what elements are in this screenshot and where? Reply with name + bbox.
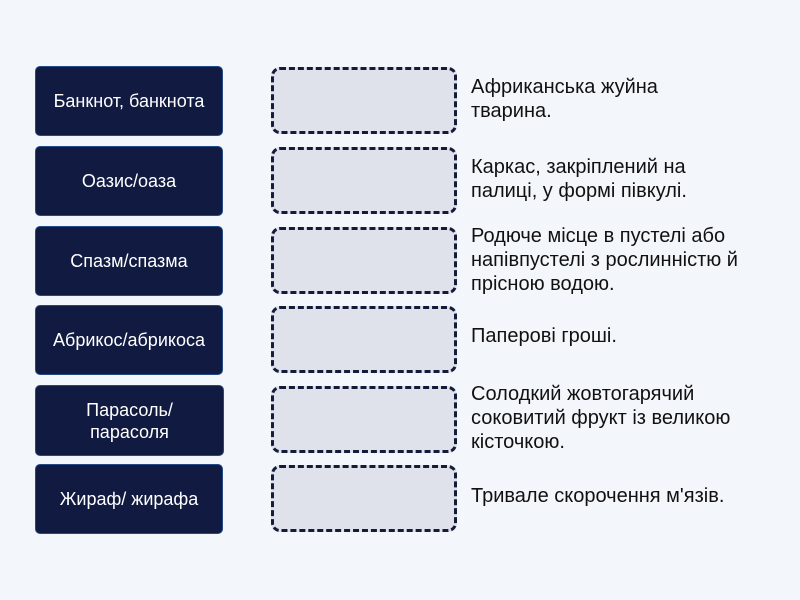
term-tile[interactable]: Оазис/оаза — [35, 146, 223, 216]
drop-slot[interactable] — [271, 465, 457, 532]
definition-text: Африканська жуйна тварина. — [471, 76, 658, 122]
definition-text: Родюче місце в пустелі або напівпустелі … — [471, 225, 738, 295]
definition-text: Тривале скорочення м'язів. — [471, 485, 725, 507]
term-tile[interactable]: Абрикос/абрикоса — [35, 305, 223, 375]
drop-slot[interactable] — [271, 306, 457, 373]
drop-slot[interactable] — [271, 386, 457, 453]
term-tile[interactable]: Спазм/спазма — [35, 226, 223, 296]
definition-text: Паперові гроші. — [471, 325, 617, 347]
term-tile[interactable]: Банкнот, банкнота — [35, 66, 223, 136]
definition-text: Каркас, закріплений на палиці, у формі п… — [471, 156, 687, 202]
drop-slot[interactable] — [271, 147, 457, 214]
term-tile[interactable]: Жираф/ жирафа — [35, 464, 223, 534]
drop-slot[interactable] — [271, 67, 457, 134]
term-tile[interactable]: Парасоль/ парасоля — [35, 385, 224, 456]
definition-text: Солодкий жовтогарячий соковитий фрукт із… — [471, 383, 731, 453]
drop-slot[interactable] — [271, 227, 457, 294]
